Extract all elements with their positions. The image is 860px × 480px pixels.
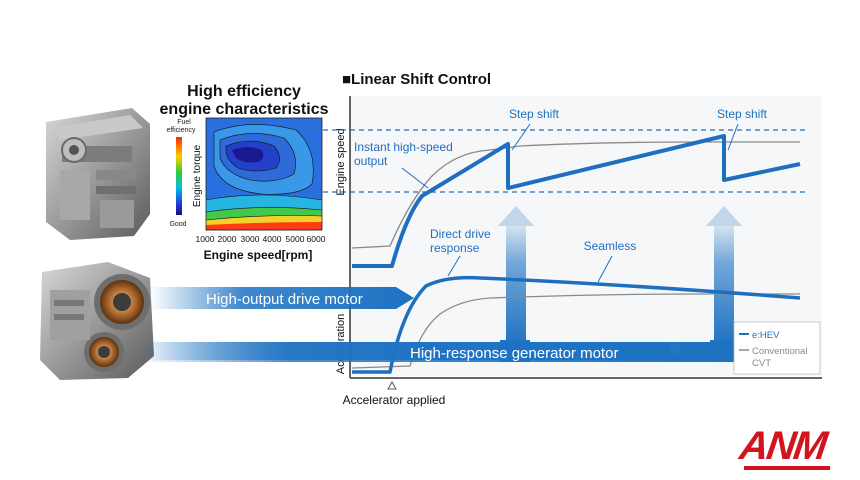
x-tick-2000: 2000 — [218, 234, 237, 244]
drive-motor-arrow — [150, 287, 414, 309]
motor-illustration — [40, 262, 154, 380]
step-shift-pointer-2 — [727, 123, 739, 151]
cvt-acceleration-curve — [351, 293, 800, 369]
generator-motor-arrow — [140, 340, 750, 362]
legend-cvt-label-line1: Conventional — [752, 346, 807, 357]
ehev-acceleration-curve — [352, 275, 801, 374]
anm-logo-underline — [744, 466, 830, 470]
x-tick-1000: 1000 — [196, 234, 215, 244]
accelerator-applied-marker — [387, 380, 397, 390]
efficiency-contour-map — [205, 117, 323, 231]
fuel-efficiency-label-line2: efficiency — [166, 127, 196, 134]
direct-drive-annotation-line1: Direct drive — [430, 227, 491, 241]
x-tick-5000: 5000 — [286, 234, 305, 244]
instant-output-annotation-line2: output — [354, 154, 388, 168]
efficiency-x-ticks: 1000 2000 3000 4000 5000 6000 — [196, 234, 326, 244]
x-tick-6000: 6000 — [307, 234, 326, 244]
direct-drive-pointer — [447, 255, 461, 277]
legend-cvt-label-line2: CVT — [752, 358, 771, 369]
instant-output-annotation-line1: Instant high-speed — [354, 140, 453, 154]
step-shift-pointer-1 — [511, 123, 531, 151]
direct-drive-annotation-line2: response — [430, 241, 480, 255]
efficiency-title-line2: engine characteristics — [160, 101, 329, 118]
fuel-efficiency-color-scale — [176, 137, 182, 215]
step-shift-arrow-1 — [498, 206, 534, 346]
fuel-efficiency-good-label: Good — [169, 221, 186, 228]
anm-logo: ANM — [736, 424, 829, 468]
seamless-annotation: Seamless — [584, 239, 637, 253]
generator-motor-label: High-response generator motor — [410, 345, 618, 362]
drive-motor-label: High-output drive motor — [206, 291, 363, 308]
chart-legend: e:HEV Conventional CVT — [733, 321, 821, 375]
engine-torque-axis-label: Engine torque — [192, 144, 203, 207]
chart-title: ■Linear Shift Control — [342, 71, 491, 88]
engine-illustration — [46, 108, 150, 240]
seamless-pointer — [597, 255, 613, 283]
efficiency-title-line1: High efficiency — [187, 83, 301, 100]
accelerator-applied-label: Accelerator applied — [343, 393, 446, 407]
x-tick-4000: 4000 — [263, 234, 282, 244]
x-tick-3000: 3000 — [241, 234, 260, 244]
step-shift-arrow-2 — [706, 206, 742, 346]
cvt-engine-speed-curve — [351, 141, 800, 249]
engine-speed-rpm-axis-label: Engine speed[rpm] — [204, 248, 313, 262]
step-shift-annotation-2: Step shift — [717, 107, 768, 121]
engine-speed-axis-label: Engine speed — [335, 128, 347, 195]
step-shift-annotation-1: Step shift — [509, 107, 560, 121]
legend-ehev-label: e:HEV — [752, 330, 780, 341]
ehev-engine-speed-curve — [352, 134, 801, 268]
instant-output-pointer — [401, 167, 429, 189]
fuel-efficiency-label-line1: Fuel — [177, 119, 191, 126]
